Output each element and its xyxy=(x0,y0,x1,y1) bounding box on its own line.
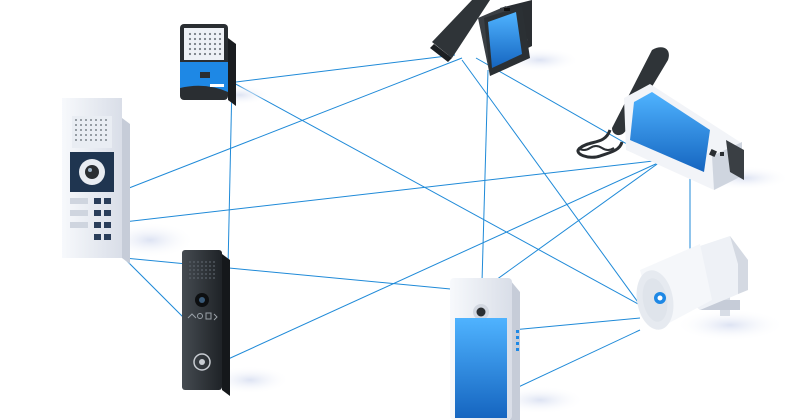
link-door-station-video-phone xyxy=(225,161,661,361)
link-desk-phone-horn-speaker xyxy=(461,59,641,306)
video-phone-icon xyxy=(576,47,744,190)
desk-phone-icon xyxy=(430,0,532,76)
horn-speaker-icon xyxy=(636,236,748,330)
link-intercom-module-desk-phone xyxy=(235,54,456,83)
indoor-monitor-icon xyxy=(450,278,520,420)
intercom-module-icon xyxy=(180,24,236,106)
link-video-phone-indoor-monitor xyxy=(481,161,661,291)
link-door-station-keypad-station xyxy=(123,257,187,321)
door-station-icon xyxy=(182,250,230,396)
link-keypad-station-horn-speaker xyxy=(511,329,641,391)
link-keypad-station-indoor-monitor xyxy=(123,257,483,293)
link-desk-phone-keypad-station xyxy=(123,57,463,191)
link-intercom-module-horn-speaker xyxy=(231,81,641,306)
link-indoor-monitor-horn-speaker xyxy=(511,317,641,331)
link-keypad-station-video-phone xyxy=(123,159,663,223)
keypad-station-icon xyxy=(62,98,130,264)
link-desk-phone-indoor-monitor xyxy=(481,69,489,283)
